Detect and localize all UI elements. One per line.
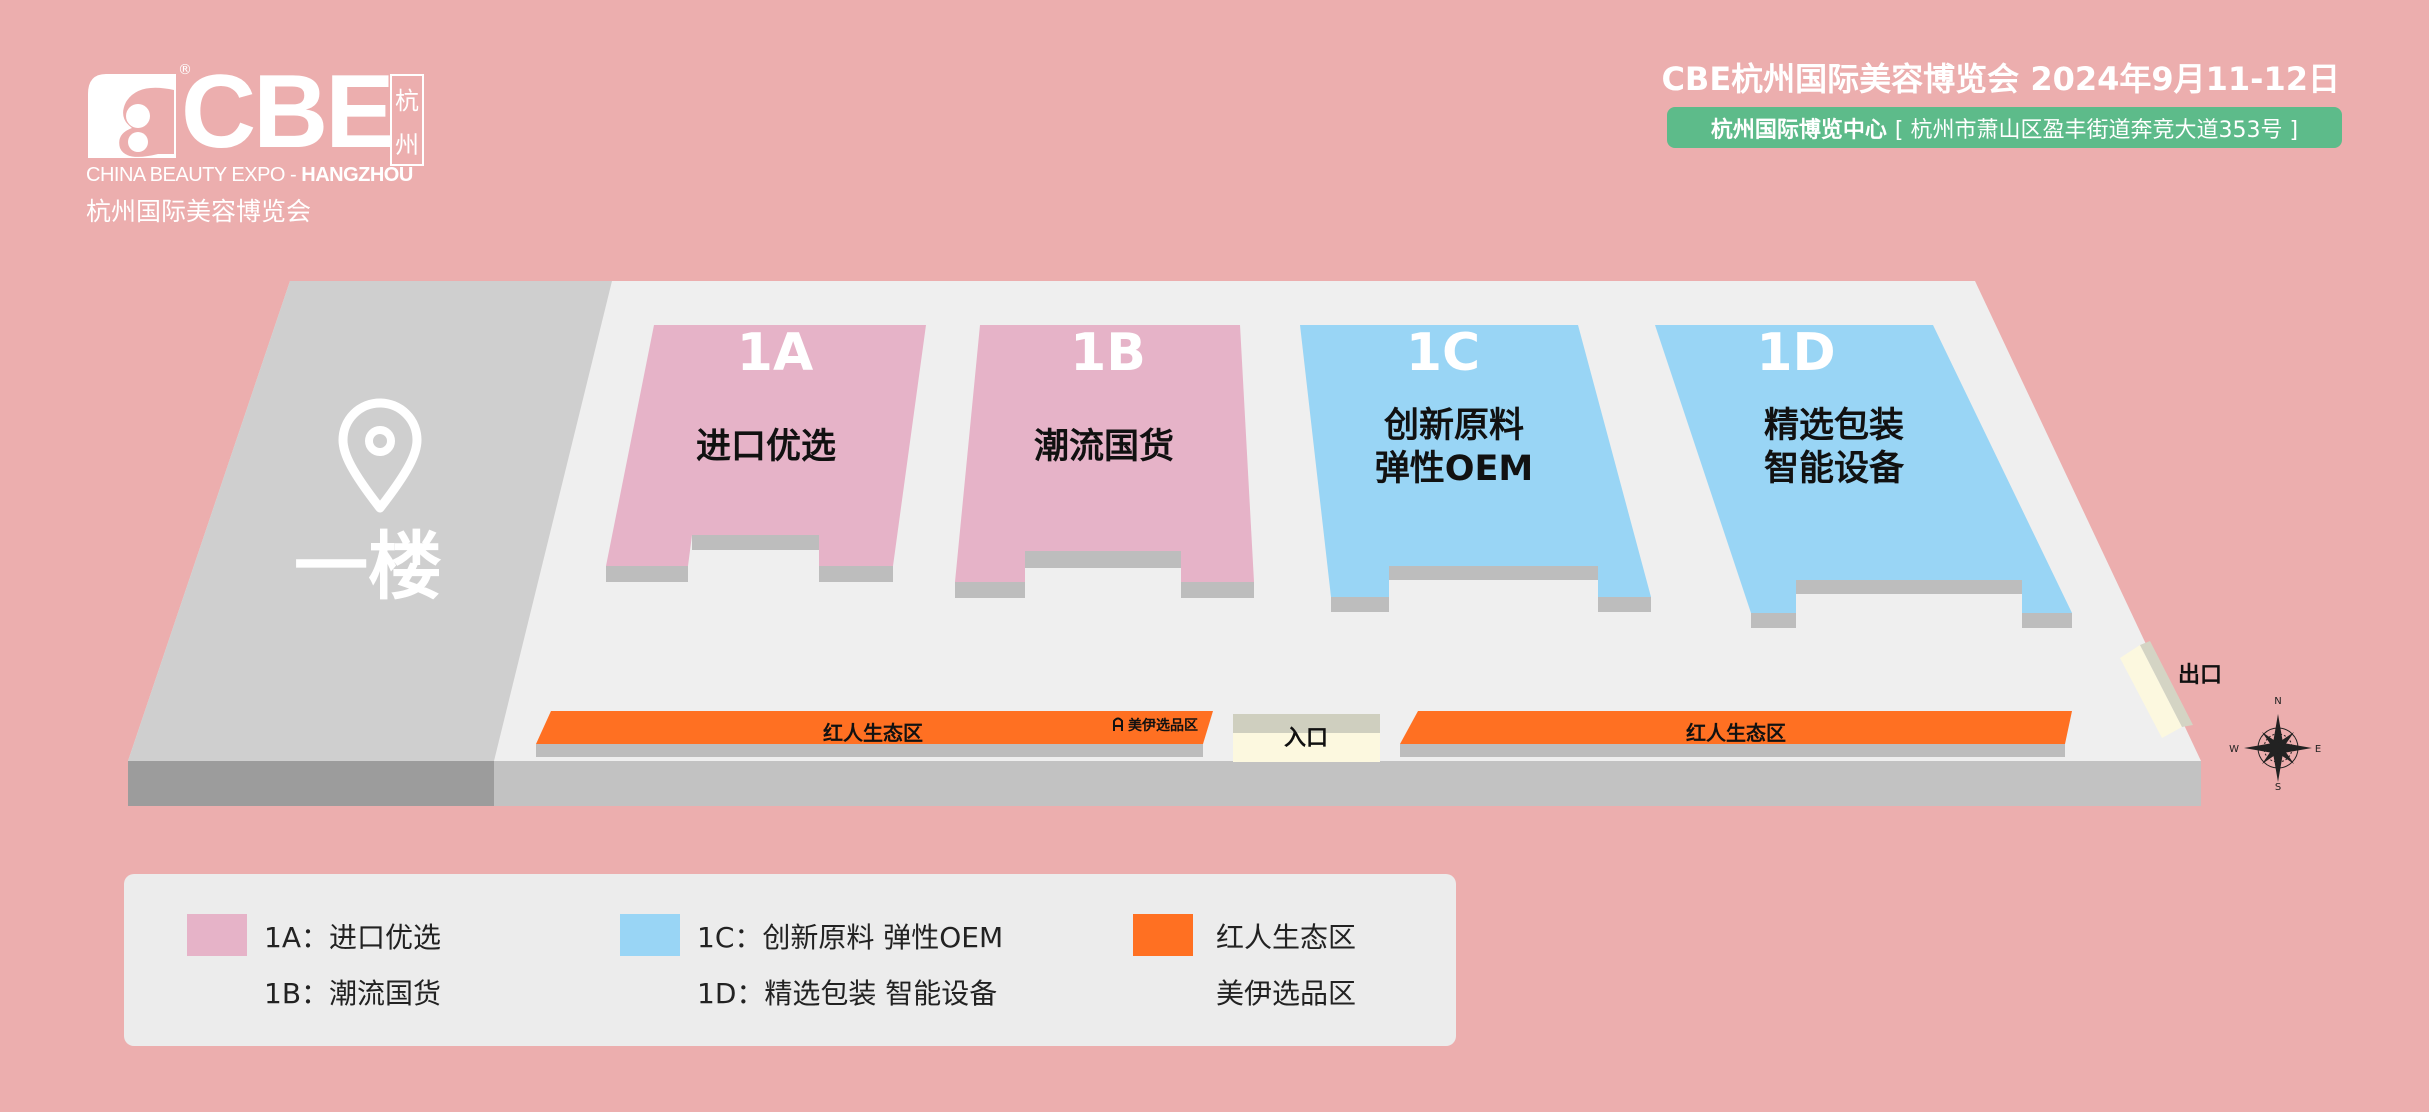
influencer-zone-right-label: 红人生态区	[1686, 721, 1786, 745]
legend-swatch-pink	[187, 914, 247, 956]
hall-1b-name: 潮流国货	[1034, 427, 1174, 467]
hall-1c-line2: 弹性OEM	[1375, 449, 1534, 489]
logo-chinese-name: 杭州国际美容博览会	[86, 197, 312, 226]
floor-label-strip-side	[128, 761, 494, 806]
logo-wordmark: CBE	[181, 54, 395, 170]
floor-label: 一楼	[294, 524, 442, 610]
legend-1b: 1B：潮流国货	[264, 977, 442, 1010]
entrance-label: 入口	[1284, 726, 1328, 751]
hall-1b[interactable]: 1B 潮流国货	[955, 323, 1254, 598]
logo-city-mark: 杭 州	[390, 74, 424, 166]
exit-label: 出口	[2178, 663, 2222, 688]
location-pin-icon	[338, 398, 422, 513]
hall-1b-floor	[955, 325, 1254, 582]
logo-registered-mark: ®	[178, 62, 192, 78]
legend-influencer-zone: 红人生态区	[1216, 921, 1357, 954]
compass-e: E	[2315, 744, 2321, 755]
logo-english-name: CHINA BEAUTY EXPO - HANGZHOU	[86, 164, 413, 187]
venue-name: 杭州国际博览中心	[1710, 117, 1887, 143]
selection-zone-icon	[1113, 717, 1123, 731]
compass-w: W	[2229, 744, 2239, 755]
compass-n: N	[2274, 696, 2281, 707]
logo-city-char-1: 杭	[395, 86, 419, 115]
influencer-zone-right[interactable]: 红人生态区	[1400, 711, 2072, 757]
logo-city-char-2: 州	[395, 130, 419, 159]
influencer-zone-left[interactable]: 红人生态区 美伊选品区	[536, 711, 1213, 757]
venue-badge: 杭州国际博览中心 [ 杭州市萧山区盈丰街道奔竞大道353号 ]	[1667, 107, 2342, 148]
legend-1d: 1D：精选包装 智能设备	[697, 977, 998, 1010]
selection-zone-label: 美伊选品区	[1128, 717, 1198, 734]
hall-1d[interactable]: 1D 精选包装 智能设备	[1655, 323, 2072, 628]
entrance[interactable]: 入口	[1233, 714, 1380, 762]
hall-1a-id: 1A	[737, 323, 813, 383]
hall-1d-id: 1D	[1756, 323, 1835, 383]
hall-1c-floor	[1300, 325, 1651, 597]
hall-1c[interactable]: 1C 创新原料 弹性OEM	[1300, 323, 1651, 612]
logo-english-city: HANGZHOU	[301, 164, 413, 186]
logo-english-prefix: CHINA BEAUTY EXPO -	[86, 164, 302, 186]
event-title: CBE杭州国际美容博览会 2024年9月11-12日	[1661, 60, 2340, 98]
hall-1c-id: 1C	[1406, 323, 1480, 383]
legend-1a: 1A：进口优选	[264, 921, 441, 954]
legend-1c: 1C：创新原料 弹性OEM	[697, 921, 1004, 954]
compass-s: S	[2275, 782, 2281, 793]
hall-1d-line2: 智能设备	[1764, 449, 1905, 489]
hall-1b-id: 1B	[1070, 323, 1146, 383]
exit[interactable]: 出口	[2120, 641, 2222, 738]
floor-label-strip	[128, 281, 612, 761]
hall-1d-line1: 精选包装	[1764, 406, 1904, 446]
hall-1a-floor	[606, 325, 926, 566]
map-legend: 1A：进口优选 1B：潮流国货 1C：创新原料 弹性OEM 1D：精选包装 智能…	[124, 874, 1456, 1046]
influencer-zone-left-label: 红人生态区	[823, 721, 923, 745]
legend-selection-zone: 美伊选品区	[1216, 977, 1357, 1010]
hall-1a-name: 进口优选	[696, 427, 836, 467]
cbe-logo-mark	[88, 74, 176, 158]
venue-address: [ 杭州市萧山区盈丰街道奔竞大道353号 ]	[1894, 117, 2299, 143]
hall-1a[interactable]: 1A 进口优选	[606, 323, 926, 582]
hall-1c-line1: 创新原料	[1383, 406, 1524, 446]
legend-swatch-blue	[620, 914, 680, 956]
floor-slab-side	[494, 761, 2201, 806]
cbe-logo: CBE ® 杭 州 CHINA BEAUTY EXPO - HANGZHOU 杭…	[86, 60, 426, 228]
legend-swatch-orange	[1133, 914, 1193, 956]
compass-icon: N S E W	[2229, 696, 2321, 793]
hall-1d-floor	[1655, 325, 2072, 613]
